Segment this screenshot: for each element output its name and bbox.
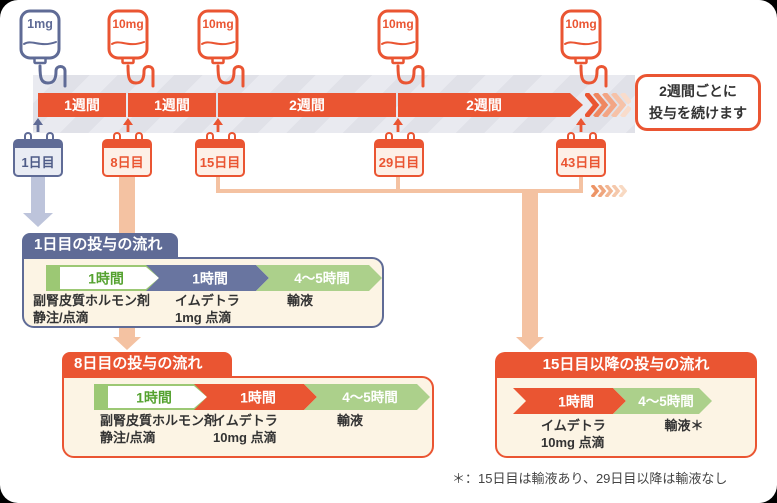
step-method: 静注/点滴 [33,309,89,325]
flow-day8-step1-label: 副腎皮質ホルモン剤 静注/点滴 [100,413,217,446]
calendar-ring-icon [113,132,121,141]
flow-day1-step1-label: 副腎皮質ホルモン剤 静注/点滴 [33,293,150,326]
day29-connector-drop [396,177,400,191]
day15plus-connector-stem [522,189,538,337]
continue-note-line1: 2週間ごとに [659,82,737,99]
step-method: 静注/点滴 [100,429,156,445]
timeline-arrow-tip [570,93,583,117]
timeline-segment-week2a: 2週間 [218,93,396,117]
flow-day1-title-tab: 1日目の投与の流れ [22,233,178,257]
day43-connector-drop [579,177,583,191]
day1-arrow-head-icon [23,213,53,227]
calendar-ring-icon [24,132,32,141]
footnote: ＊：15日目は輸液あり、29日目以降は輸液なし [452,471,728,486]
flow-day8-step2-label: イムデトラ 10mg 点滴 [213,413,278,446]
day1-arrow-stem [31,177,45,213]
step-method: 10mg 点滴 [213,429,277,445]
iv-bag-dose-label: 10mg [112,17,143,31]
calendar-ring-icon [567,132,575,141]
tick-day8-icon [123,118,133,132]
calendar-ring-icon [228,132,236,141]
calendar-day-label: 8日目 [110,154,144,170]
timeline-continue-chevrons-icon [585,93,631,117]
step-drug: イムデトラ [213,413,278,428]
flow-day15plus-step2-label: 輸液＊ [655,418,713,435]
flow-day15plus-step1-label: イムデトラ 10mg 点滴 [541,418,606,451]
calendar-ring-icon [385,132,393,141]
continue-note-box: 2週間ごとに 投与を続けます [635,74,761,131]
tick-day1-icon [33,118,43,132]
step-drug: 副腎皮質ホルモン剤 [100,413,218,428]
calendar-header [104,141,150,148]
flow-day1-step3-label: 輸液 [278,293,322,310]
step-duration: 1時間 [88,271,124,287]
calendar-ring-icon [589,132,597,141]
step-drug: イムデトラ [175,293,240,308]
calendar-day-label: 15日目 [199,154,241,170]
calendar-ring-icon [46,132,54,141]
calendar-header [197,141,243,148]
calendar-ring-icon [206,132,214,141]
step-drug: 輸液＊ [664,418,704,433]
iv-bag-1mg-icon: 1mg [19,9,67,88]
calendar-day29: 29日目 [374,132,424,177]
step-duration: 1時間 [558,394,594,410]
calendar-header [558,141,604,148]
calendar-day-label: 43日目 [560,154,602,170]
timeline-segment-week2b: 2週間 [398,93,570,117]
step-drug: 輸液 [286,293,313,308]
step-duration: 4〜5時間 [342,389,398,405]
iv-bag-dose-label: 10mg [202,17,233,31]
flow-day8-title-tab: 8日目の投与の流れ [62,352,232,376]
iv-bag-10mg-icon: 10mg [197,9,245,88]
calendar-day1: 1日目 [13,132,63,177]
flow-day8-step-bar: 1時間 1時間 4〜5時間 [94,384,430,410]
iv-bag-dose-label: 10mg [382,17,413,31]
calendar-header [376,141,422,148]
flow-day15plus-title-header: 15日目以降の投与の流れ [495,352,757,378]
tick-day29-icon [393,118,403,132]
timeline-segment-week1a: 1週間 [38,93,126,117]
day8-connector-arrow-icon [113,337,141,350]
step-drug: 輸液 [336,413,363,428]
flow-day1-step2-label: イムデトラ 1mg 点滴 [175,293,240,326]
calendar-header [15,141,61,148]
day15plus-connector-arrow-icon [516,337,544,350]
continue-note-line2: 投与を続けます [649,104,747,121]
step-duration: 4〜5時間 [638,393,694,409]
day15-connector-drop [216,177,220,191]
calendar-ring-icon [407,132,415,141]
step-duration: 4〜5時間 [294,270,350,286]
timeline-segment-week1b: 1週間 [128,93,216,117]
calendar-day-label: 29日目 [378,154,420,170]
step-drug: イムデトラ [541,418,606,433]
calendar-day43: 43日目 [556,132,606,177]
iv-bag-10mg-icon: 10mg [560,9,608,88]
flow-day8-step3-label: 輸液 [328,413,372,430]
calendar-day8: 8日目 [102,132,152,177]
step-method: 10mg 点滴 [541,434,605,450]
connector-continue-chevrons-icon [591,185,627,197]
tick-day15-icon [213,118,223,132]
step-duration: 1時間 [240,390,276,406]
step-drug: 副腎皮質ホルモン剤 [33,293,151,308]
connector-horizontal-rail [216,189,583,193]
step-method: 1mg 点滴 [175,309,232,325]
calendar-day15: 15日目 [195,132,245,177]
flow-day1-step-bar: 1時間 1時間 4〜5時間 [46,265,382,291]
calendar-day-label: 1日目 [21,154,55,170]
tick-day43-icon [576,118,586,132]
calendar-ring-icon [135,132,143,141]
step-duration: 1時間 [136,390,172,406]
step-duration: 1時間 [192,271,228,287]
iv-bag-dose-label: 10mg [565,17,596,31]
flow-day15plus-step-bar: 1時間 4〜5時間 [513,388,712,414]
iv-bag-10mg-icon: 10mg [107,9,155,88]
iv-bag-dose-label: 1mg [27,17,53,31]
iv-bag-10mg-icon: 10mg [377,9,425,88]
